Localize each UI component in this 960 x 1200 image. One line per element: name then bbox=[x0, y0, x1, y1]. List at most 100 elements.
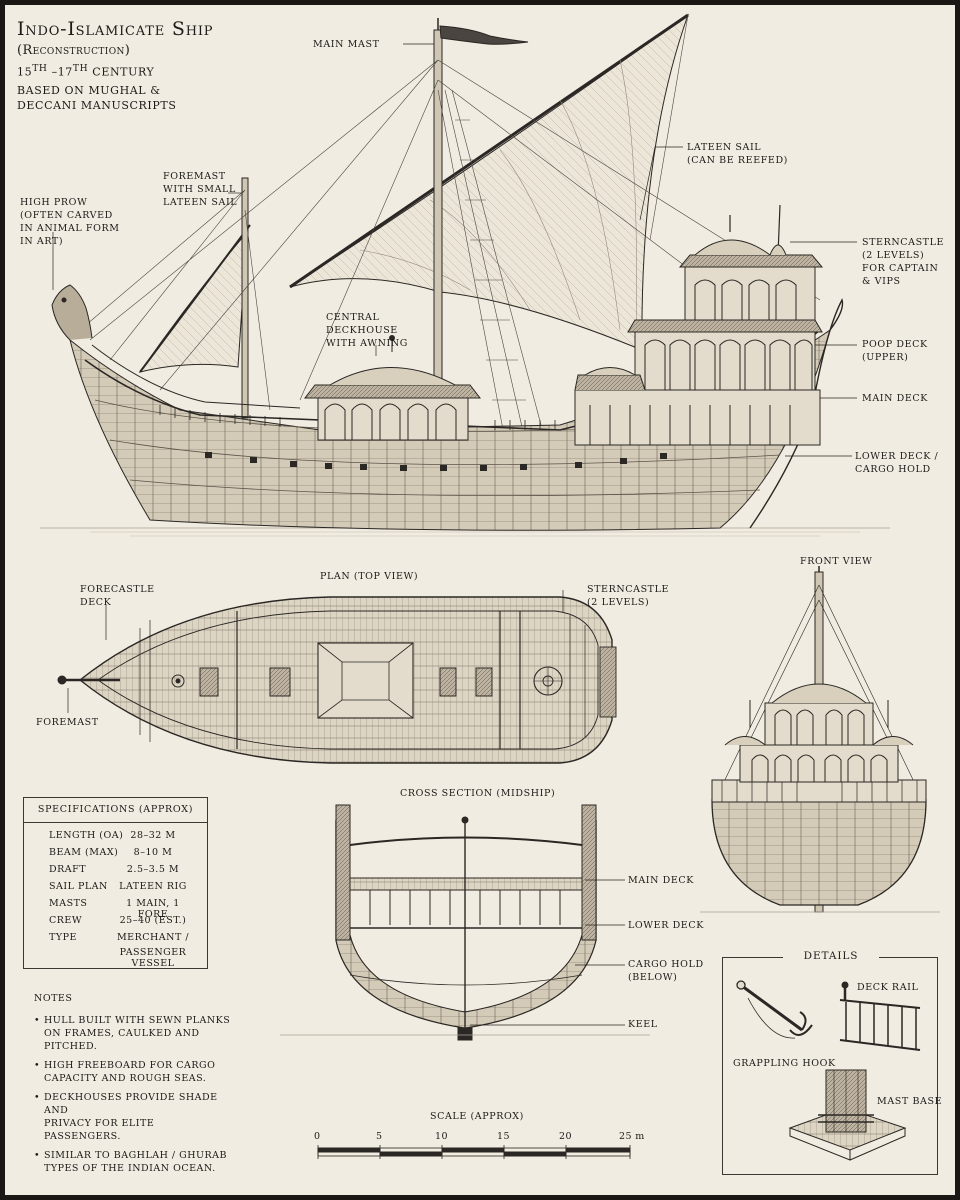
details-drawings bbox=[736, 980, 921, 1161]
note-item: Deckhouses provide shade andprivacy for … bbox=[34, 1091, 234, 1143]
scale-bar bbox=[317, 1145, 631, 1159]
label-line: (often carved bbox=[20, 210, 113, 221]
label-plan-sterncastle: Sterncastle (2 levels) bbox=[587, 583, 669, 609]
scale-tick: 10 bbox=[435, 1131, 448, 1142]
foremast bbox=[241, 177, 249, 419]
label-line: in art) bbox=[20, 236, 64, 247]
label-line: Foremast bbox=[163, 171, 226, 182]
spec-value: Merchant / bbox=[116, 932, 190, 943]
label-line: High prow bbox=[20, 197, 88, 208]
details-box: Details bbox=[722, 950, 938, 1175]
spec-value: 25–40 (est.) bbox=[119, 915, 187, 926]
front-view-title: Front view bbox=[800, 556, 873, 567]
century-start: 15 bbox=[17, 65, 33, 79]
pennant bbox=[439, 25, 529, 45]
scale-tick: 5 bbox=[376, 1131, 383, 1142]
page-subtitle: (Reconstruction) bbox=[17, 43, 131, 58]
label-line: Central bbox=[326, 312, 380, 323]
label-line: & VIPs bbox=[862, 276, 901, 287]
scale-tick: 20 bbox=[559, 1131, 572, 1142]
note-line: Deckhouses provide shade and bbox=[44, 1092, 218, 1116]
label-line: with awning bbox=[326, 338, 408, 349]
spec-value: passenger vessel bbox=[119, 947, 187, 969]
scale-title: Scale (approx) bbox=[430, 1111, 524, 1122]
label-line: (below) bbox=[628, 972, 678, 983]
lateen-sail bbox=[289, 13, 690, 351]
century-sup-1: th bbox=[32, 63, 48, 74]
label-central-deckhouse: Central deckhouse with awning bbox=[326, 311, 408, 350]
label-cs-cargo-hold: Cargo hold (below) bbox=[628, 958, 704, 984]
note-line: on frames, caulked and pitched. bbox=[44, 1028, 200, 1052]
plan-view bbox=[57, 596, 617, 764]
note-line: capacity and rough seas. bbox=[44, 1073, 207, 1084]
side-leaders bbox=[52, 43, 857, 457]
label-line: (upper) bbox=[862, 352, 909, 363]
sterncastle-drawing bbox=[574, 204, 824, 446]
label-line: (2 levels) bbox=[587, 597, 650, 608]
label-line: for captain bbox=[862, 263, 939, 274]
label-lateen-sail: Lateen sail (can be reefed) bbox=[687, 141, 788, 167]
note-line: High freeboard for cargo bbox=[44, 1060, 216, 1071]
spec-value: 8–10 m bbox=[133, 847, 173, 858]
century-line: 15th –17th century bbox=[17, 63, 213, 79]
deck-rail-drawing bbox=[839, 981, 921, 1051]
spec-key: Beam (max) bbox=[49, 847, 119, 858]
label-line: deck bbox=[80, 597, 112, 608]
spec-key: Crew bbox=[49, 915, 83, 926]
specs-divider bbox=[24, 822, 207, 823]
cross-section bbox=[280, 804, 650, 1041]
note-item: Similar to baghlah / ghurabtypes of the … bbox=[34, 1149, 234, 1175]
notes-section: Notes Hull built with sewn plankson fram… bbox=[34, 992, 234, 1181]
label-line: lateen sail bbox=[163, 197, 238, 208]
note-line: Hull built with sewn planks bbox=[44, 1015, 231, 1026]
based-on-line-1: Based on Mughal & bbox=[17, 83, 161, 97]
label-high-prow: High prow (often carved in animal form i… bbox=[20, 196, 120, 248]
label-line: deckhouse bbox=[326, 325, 398, 336]
label-line: with small bbox=[163, 184, 236, 195]
details-heading: Details bbox=[783, 950, 879, 962]
hull-portholes bbox=[205, 452, 667, 471]
front-view bbox=[700, 566, 940, 913]
label-cs-lower-deck: Lower deck bbox=[628, 920, 704, 931]
specs-heading: Specifications (approx) bbox=[37, 804, 194, 815]
spec-value: 28–32 m bbox=[130, 830, 176, 841]
note-line: privacy for elite passengers. bbox=[44, 1118, 155, 1142]
label-deck-rail: Deck rail bbox=[857, 982, 919, 993]
label-grappling-hook: Grappling hook bbox=[733, 1058, 836, 1069]
note-line: types of the Indian Ocean. bbox=[44, 1163, 216, 1174]
spec-key: Type bbox=[49, 932, 77, 943]
label-foremast: Foremast with small lateen sail bbox=[163, 170, 237, 209]
label-line: Lower deck / bbox=[855, 451, 939, 462]
scale-tick: 0 bbox=[314, 1131, 321, 1142]
spec-key: Sail plan bbox=[49, 881, 108, 892]
spec-key: Length (OA) bbox=[49, 830, 124, 841]
label-line: in animal form bbox=[20, 223, 120, 234]
plan-title: Plan (top view) bbox=[320, 571, 419, 582]
plan-leaders bbox=[67, 590, 564, 713]
century-sup-2: th bbox=[72, 63, 89, 74]
side-elevation bbox=[40, 13, 890, 537]
label-lower-deck: Lower deck / cargo hold bbox=[855, 450, 938, 476]
label-plan-foremast: Foremast bbox=[36, 717, 99, 728]
label-sterncastle: Sterncastle (2 levels) for captain & VIP… bbox=[862, 236, 944, 288]
spec-key: Masts bbox=[49, 898, 88, 909]
label-line: Lateen sail bbox=[687, 142, 762, 153]
note-item: High freeboard for cargo capacity and rou… bbox=[34, 1059, 234, 1085]
scale-tick: 15 bbox=[497, 1131, 510, 1142]
label-line: Poop deck bbox=[862, 339, 928, 350]
front-hull bbox=[711, 799, 927, 906]
century-sep: –17 bbox=[47, 65, 73, 79]
page-title: Indo-Islamicate Ship bbox=[17, 18, 214, 40]
note-item: Hull built with sewn planks on frames, ca… bbox=[34, 1014, 234, 1053]
cross-section-title: Cross section (midship) bbox=[400, 788, 556, 799]
spec-key: Draft bbox=[49, 864, 87, 875]
label-main-mast: Main mast bbox=[313, 39, 380, 50]
mast-base-drawing bbox=[788, 1069, 907, 1161]
century-word: century bbox=[88, 65, 155, 79]
label-cs-main-deck: Main deck bbox=[628, 875, 694, 886]
label-line: Sterncastle bbox=[862, 237, 945, 248]
specifications-table: Specifications (approx) Length (OA) 28–32… bbox=[23, 797, 208, 969]
label-cs-keel: Keel bbox=[628, 1019, 658, 1030]
